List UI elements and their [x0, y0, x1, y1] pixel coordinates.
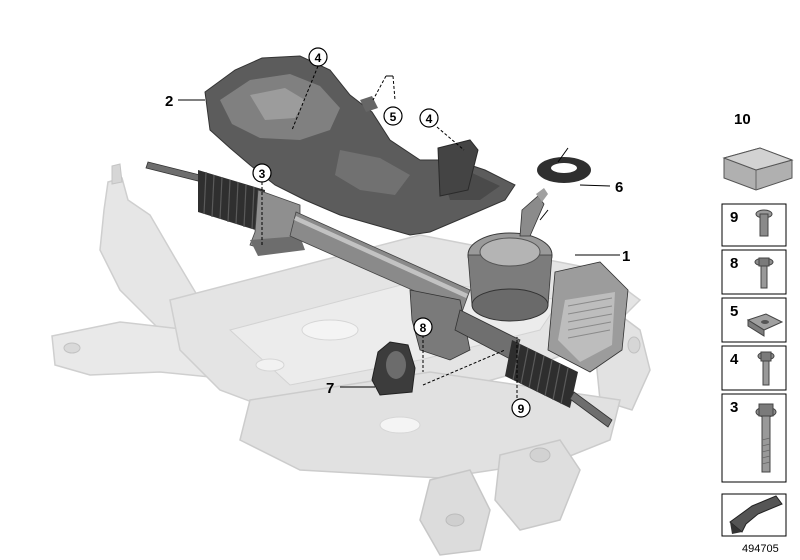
parts-legend: 10 9 8 5 4 — [721, 111, 794, 537]
callout-4-top: 4 — [315, 51, 322, 65]
callouts: 2 6 1 7 4 5 4 3 8 9 — [165, 47, 630, 418]
callout-5: 5 — [390, 110, 397, 124]
callout-8: 8 — [420, 321, 427, 335]
callout-2: 2 — [165, 93, 173, 110]
seal-ring — [537, 157, 591, 183]
callout-3: 3 — [259, 167, 266, 181]
callout-3-circle — [252, 163, 272, 183]
hex-bolt-short-icon — [755, 209, 773, 237]
legend-label-9: 9 — [730, 209, 738, 226]
heat-shield — [204, 55, 516, 236]
mounting-bracket — [371, 341, 416, 396]
document-number: 494705 — [742, 543, 779, 555]
callout-6: 6 — [615, 179, 623, 196]
direction-arrow-icon — [729, 495, 783, 534]
callout-9: 9 — [518, 402, 525, 416]
callout-4-right: 4 — [426, 112, 433, 126]
leader-lines — [178, 65, 620, 398]
legend-box-4 — [721, 345, 787, 391]
front-subframe — [51, 163, 651, 556]
callout-8-circle — [413, 317, 433, 337]
clip-nut-icon — [746, 313, 784, 337]
callout-9-circle — [511, 398, 531, 418]
callout-4-circle-right — [419, 108, 439, 128]
long-bolt-icon — [755, 403, 777, 473]
callout-5-circle — [383, 106, 403, 126]
callout-4-circle-top — [308, 47, 328, 67]
grease-pack-icon — [722, 147, 794, 191]
steering-gear — [145, 161, 629, 428]
flange-bolt-icon — [754, 257, 774, 289]
legend-box-3 — [721, 393, 787, 483]
callout-7: 7 — [326, 380, 334, 397]
hex-bolt-icon — [757, 351, 775, 386]
legend-box-9 — [721, 203, 787, 247]
legend-label-5: 5 — [730, 303, 738, 320]
legend-label-10: 10 — [734, 111, 751, 128]
legend-label-8: 8 — [730, 255, 738, 272]
legend-box-8 — [721, 249, 787, 295]
legend-label-4: 4 — [730, 351, 739, 368]
callout-1: 1 — [622, 248, 630, 265]
legend-label-3: 3 — [730, 399, 738, 416]
